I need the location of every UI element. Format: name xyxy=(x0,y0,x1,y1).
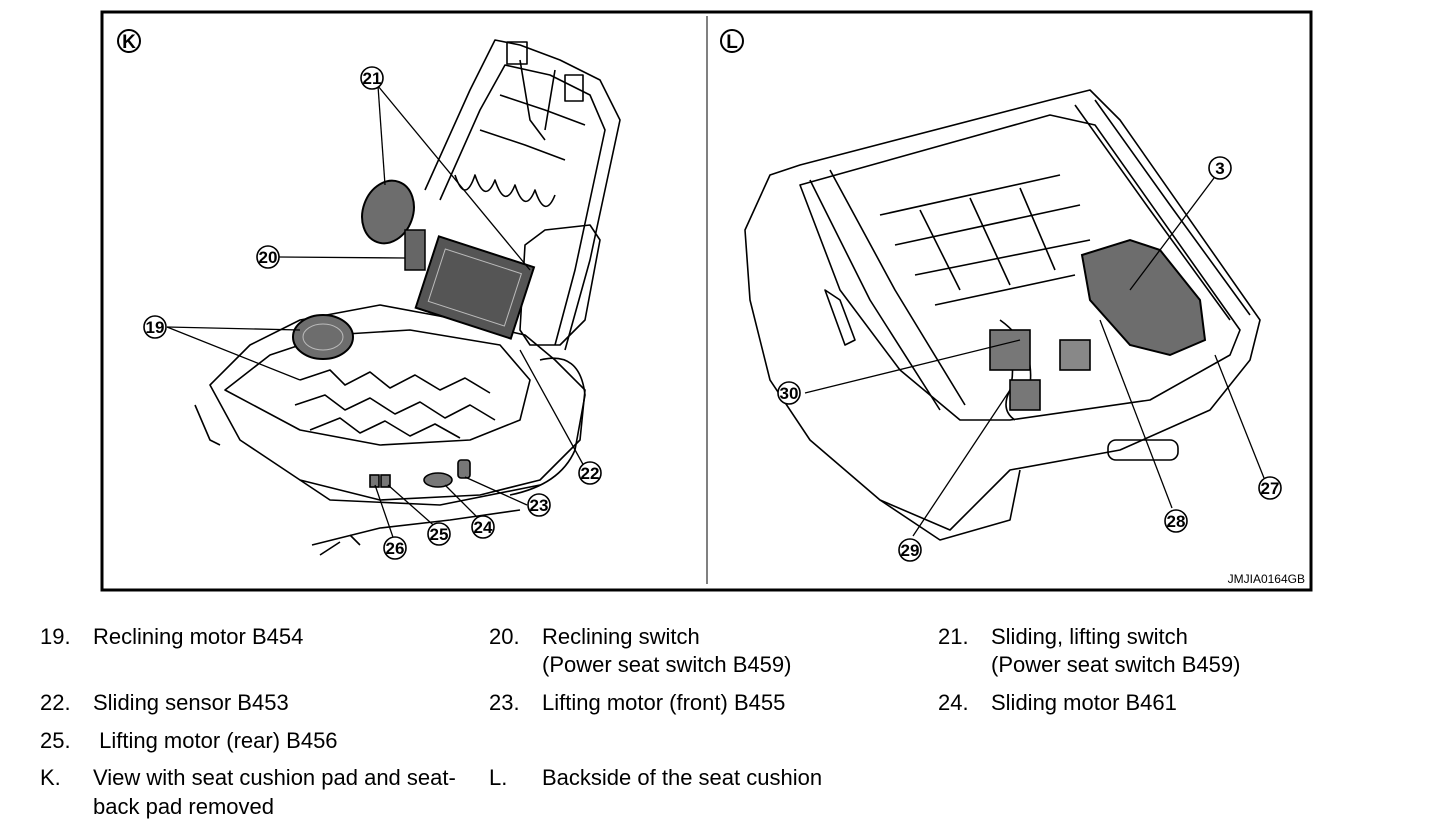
callout-27: 27 xyxy=(1258,476,1282,500)
callout-19: 19 xyxy=(143,315,167,339)
callout-30: 30 xyxy=(777,381,801,405)
callout-27-label: 27 xyxy=(1261,479,1280,498)
callout-21-label: 21 xyxy=(363,69,382,88)
leader-lines-l xyxy=(804,177,1265,537)
callout-25: 25 xyxy=(427,522,451,546)
callout-30-label: 30 xyxy=(780,384,799,403)
callout-22: 22 xyxy=(578,461,602,485)
callout-24: 24 xyxy=(471,515,495,539)
legend-text-line2: (Power seat switch B459) xyxy=(542,652,792,677)
callout-23: 23 xyxy=(527,493,551,517)
callout-28: 28 xyxy=(1164,509,1188,533)
legend-number: 24. xyxy=(938,690,969,715)
legend-number: L. xyxy=(489,765,508,790)
legend-number: 22. xyxy=(40,690,71,715)
callout-3-label: 3 xyxy=(1215,159,1224,178)
panel-k-label: K xyxy=(117,29,141,53)
callout-26: 26 xyxy=(383,536,407,560)
seat-component-diagram: K L xyxy=(100,10,1313,592)
callout-29: 29 xyxy=(898,538,922,562)
legend-number: 21. xyxy=(938,624,969,649)
legend-number: 20. xyxy=(489,624,520,649)
legend-text: Sliding motor B461 xyxy=(991,690,1177,715)
callout-29-label: 29 xyxy=(901,541,920,560)
callout-19-label: 19 xyxy=(146,318,165,337)
callout-20-label: 20 xyxy=(259,248,278,267)
legend-number: 19. xyxy=(40,624,71,649)
leader-lines-k xyxy=(166,85,586,544)
callout-20: 20 xyxy=(256,245,280,269)
seat-motors-l xyxy=(989,329,1091,411)
legend-text: Lifting motor (front) B455 xyxy=(542,690,786,715)
legend-text-line2: back pad removed xyxy=(93,794,274,819)
control-unit-shape xyxy=(1080,238,1207,357)
legend-text-line2: (Power seat switch B459) xyxy=(991,652,1241,677)
callout-28-label: 28 xyxy=(1167,512,1186,531)
reclining-motor-shape xyxy=(292,314,354,360)
callout-21: 21 xyxy=(360,66,384,90)
legend-text: View with seat cushion pad and seat- xyxy=(93,765,456,790)
callout-26-label: 26 xyxy=(386,539,405,558)
legend-number: 25. xyxy=(40,728,71,753)
panel-l-letter: L xyxy=(726,32,738,53)
power-seat-switch-knobs xyxy=(369,459,471,488)
callout-22-label: 22 xyxy=(581,464,600,483)
panel-l-label: L xyxy=(720,29,744,53)
legend-number: K. xyxy=(40,765,61,790)
legend-text: Sliding sensor B453 xyxy=(93,690,289,715)
callout-3: 3 xyxy=(1208,156,1232,180)
seat-frame-drawing-k xyxy=(194,39,621,556)
seatback-motor-shape xyxy=(361,179,426,271)
callout-25-label: 25 xyxy=(430,525,449,544)
reclining-switch-body xyxy=(414,235,536,340)
legend-text: Lifting motor (rear) B456 xyxy=(93,728,338,753)
legend-number: 23. xyxy=(489,690,520,715)
legend-text: Sliding, lifting switch xyxy=(991,624,1188,649)
legend-text: Backside of the seat cushion xyxy=(542,765,823,790)
image-code: JMJIA0164GB xyxy=(1228,572,1305,586)
callout-24-label: 24 xyxy=(474,518,493,537)
legend-text: Reclining switch xyxy=(542,624,700,649)
panel-k-letter: K xyxy=(122,32,136,53)
callout-23-label: 23 xyxy=(530,496,549,515)
legend-text: Reclining motor B454 xyxy=(93,624,304,649)
